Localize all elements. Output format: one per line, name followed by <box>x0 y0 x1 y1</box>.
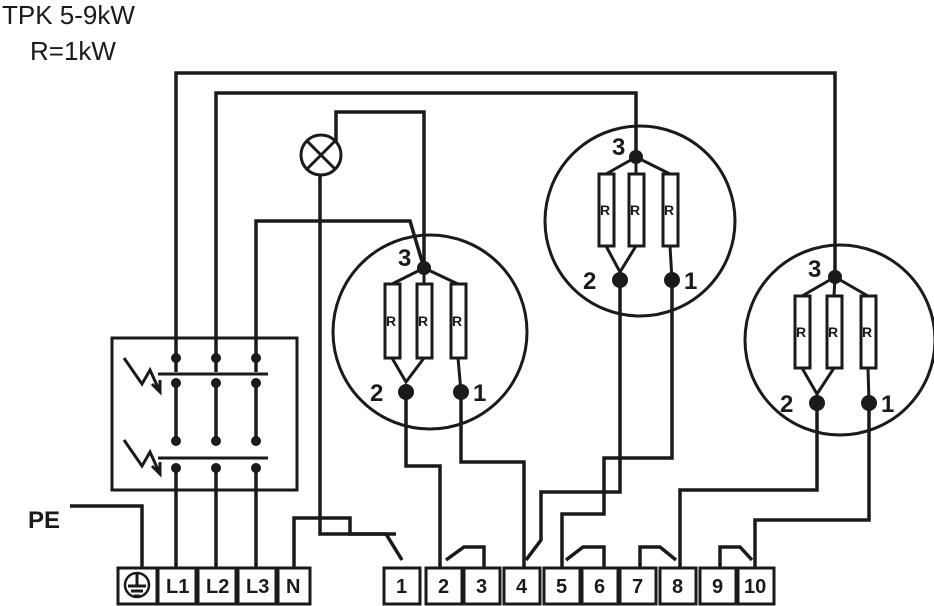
terminal-8 <box>658 566 698 606</box>
breaker-upper-contacts <box>158 353 268 440</box>
ground-icon <box>123 571 151 599</box>
heater-b-label-3: 3 <box>612 134 625 161</box>
terminal-4 <box>502 566 542 606</box>
wire-lamp-to-heater-a <box>334 110 426 268</box>
terminal-5-label: 5 <box>556 576 567 598</box>
heater-b-node-3 <box>629 150 643 164</box>
jumper-2-3 <box>444 545 486 568</box>
heater-c-label-3: 3 <box>808 256 821 283</box>
terminal-strip: 1 2 3 4 5 6 7 8 9 10 <box>382 566 776 606</box>
heater-b-r-label-1: R <box>600 202 610 218</box>
terminal-1-label: 1 <box>396 576 407 598</box>
title-rating: R=1kW <box>30 36 116 66</box>
indicator-lamp-icon <box>299 133 343 177</box>
heater-b-r-label-2: R <box>630 202 640 218</box>
wire-heater-b-node1 <box>560 280 674 568</box>
jumper-9-10 <box>718 545 754 568</box>
wire-heater-c-node1 <box>753 403 871 568</box>
breaker-icon <box>122 357 162 478</box>
terminal-l2 <box>196 566 238 606</box>
terminal-10-label: 10 <box>744 576 766 598</box>
wire-heater-b-node2 <box>524 280 622 562</box>
terminal-n <box>276 566 312 606</box>
heater-c-r-label-1: R <box>796 324 806 340</box>
terminal-7-label: 7 <box>632 576 643 598</box>
pe-label: PE <box>28 507 60 534</box>
terminal-2-label: 2 <box>438 576 449 598</box>
title-model: TPK 5-9kW <box>2 0 135 30</box>
heater-a-label-2: 2 <box>370 380 383 407</box>
heater-a-r-label-2: R <box>418 313 428 329</box>
heater-b-node-1 <box>664 272 680 288</box>
terminal-9-label: 9 <box>712 576 723 598</box>
heater-b-label-2: 2 <box>583 268 596 295</box>
heater-a-node-3 <box>417 261 431 275</box>
terminal-9 <box>698 566 738 606</box>
terminal-1 <box>382 566 422 606</box>
wires <box>70 71 871 572</box>
wire-heater-a-node2 <box>404 392 442 568</box>
heater-c-label-1: 1 <box>881 391 894 418</box>
heater-a-outline <box>331 233 529 431</box>
heater-c-node-3 <box>828 270 842 284</box>
terminal-l2-label: L2 <box>206 576 229 598</box>
heater-a: R R R 3 2 1 <box>331 233 529 431</box>
wire-l1-to-heater-c <box>174 71 837 355</box>
wire-heater-c-node2 <box>678 403 819 568</box>
heater-c-label-2: 2 <box>780 391 793 418</box>
terminal-l3 <box>236 566 278 606</box>
jumper-5-6 <box>564 545 606 568</box>
terminal-l3-label: L3 <box>246 576 269 598</box>
wire-lamp-to-terminal-1 <box>318 165 404 561</box>
breaker-box <box>110 336 299 492</box>
heater-b-outline <box>543 124 737 318</box>
terminal-l1-label: L1 <box>166 576 189 598</box>
terminal-10 <box>736 566 776 606</box>
heater-a-resistor-2 <box>415 282 434 360</box>
wire-l3-to-heater-a <box>254 219 426 355</box>
terminal-n-label: N <box>286 576 300 598</box>
main-terminal-block: L1 L2 L3 N <box>116 566 312 606</box>
jumper-7-8 <box>638 545 678 568</box>
heater-a-label-3: 3 <box>398 245 411 272</box>
heater-c-node-1 <box>861 395 877 411</box>
terminal-6-label: 6 <box>594 576 605 598</box>
terminal-3 <box>462 566 502 606</box>
heater-c-resistor-2 <box>825 294 844 370</box>
heater-c-outline <box>743 243 934 437</box>
terminal-5 <box>542 566 582 606</box>
heater-c-r-label-2: R <box>828 324 838 340</box>
breaker-lower-contacts <box>158 436 268 473</box>
heater-a-node-2 <box>398 384 414 400</box>
heater-c-node-2 <box>809 395 825 411</box>
heater-c: R R R 3 2 1 <box>743 243 934 437</box>
wire-n-to-terminal-2 <box>292 516 396 572</box>
terminal-4-label: 4 <box>516 576 528 598</box>
wire-pe <box>70 504 144 572</box>
heater-b-resistor-2 <box>627 172 646 248</box>
heater-a-r-label-1: R <box>386 313 396 329</box>
circuit-breaker <box>110 336 299 492</box>
heater-b-label-1: 1 <box>684 268 697 295</box>
heater-a-label-1: 1 <box>473 380 486 407</box>
heater-a-r-label-3: R <box>452 313 462 329</box>
wire-heater-a-node1 <box>459 392 526 568</box>
terminal-8-label: 8 <box>672 576 683 598</box>
terminal-7 <box>618 566 658 606</box>
terminal-6 <box>580 566 620 606</box>
terminal-2 <box>424 566 464 606</box>
terminal-3-label: 3 <box>476 576 487 598</box>
heater-c-r-label-3: R <box>862 324 872 340</box>
heater-a-node-1 <box>453 384 469 400</box>
heater-b-r-label-3: R <box>664 202 674 218</box>
terminal-l1 <box>156 566 198 606</box>
heater-b-node-2 <box>612 272 628 288</box>
heater-b: R R R 3 2 1 <box>543 124 737 318</box>
